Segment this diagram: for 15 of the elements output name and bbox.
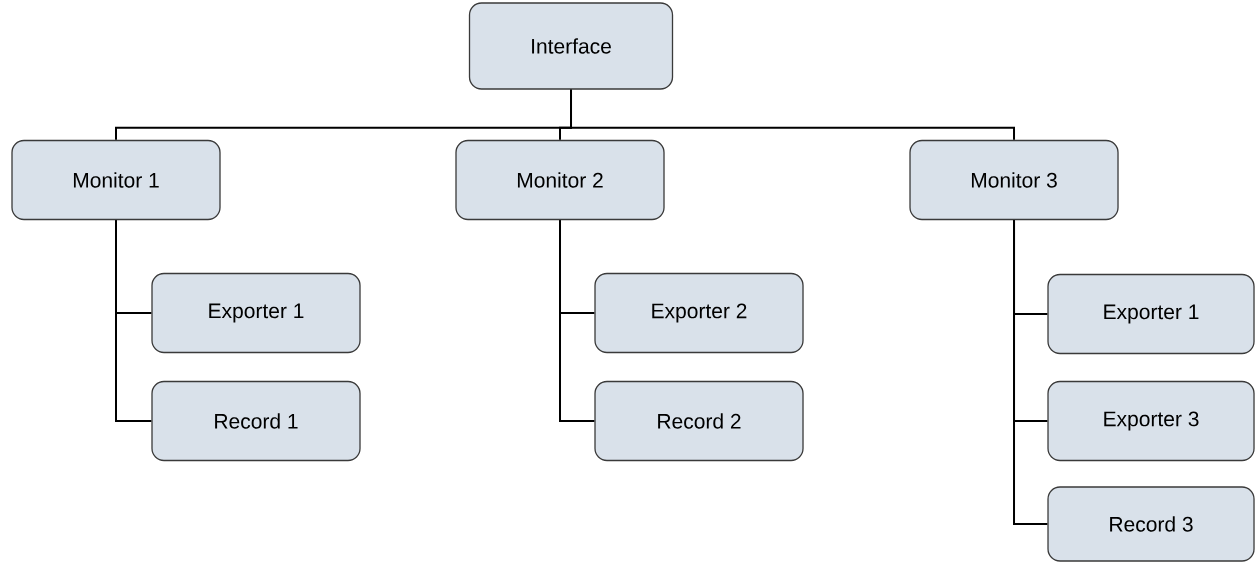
connector-line <box>115 219 153 422</box>
process-box: Exporter 3 <box>1047 380 1255 462</box>
process-box: Record 1 <box>151 380 361 462</box>
process-box: Monitor 2 <box>455 139 665 221</box>
process-box: Exporter 2 <box>594 272 804 354</box>
process-box: Record 2 <box>594 380 804 462</box>
process-box: Monitor 3 <box>909 139 1119 221</box>
connector-line <box>559 219 596 422</box>
connector-line <box>1013 219 1049 525</box>
process-box: Record 3 <box>1047 486 1255 562</box>
process-box: Exporter 1 <box>151 272 361 354</box>
process-box: Exporter 1 <box>1047 273 1255 355</box>
connector-line <box>570 88 1015 141</box>
process-box: Interface <box>468 2 674 90</box>
process-box: Monitor 1 <box>11 139 221 221</box>
